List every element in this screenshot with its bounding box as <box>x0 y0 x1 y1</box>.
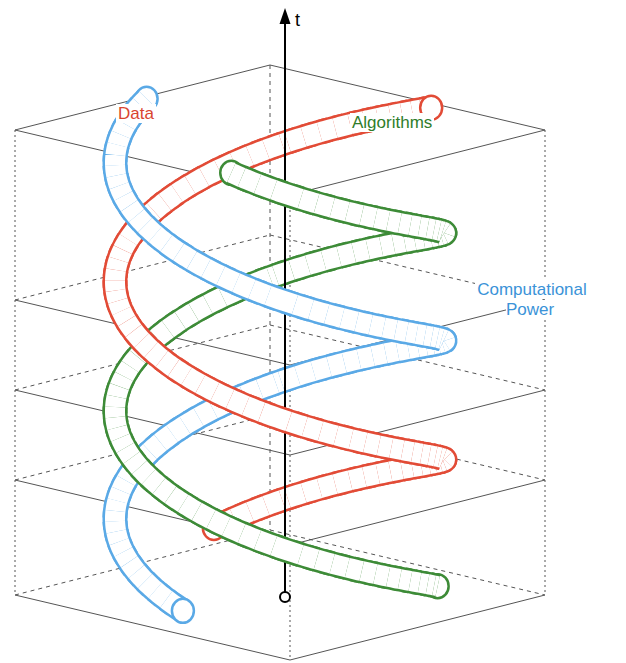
box-edge <box>15 595 290 660</box>
tube-fill <box>274 190 301 199</box>
label-text: Computational Power <box>475 280 587 319</box>
tube-fill <box>268 295 295 304</box>
box-edge <box>270 415 545 480</box>
strand-label: Algorithms <box>350 113 434 133</box>
box-edge <box>15 235 270 300</box>
algorithms-tube <box>274 546 301 555</box>
box-edge <box>290 480 545 545</box>
tube-fill <box>262 412 289 422</box>
computational-power-tube <box>172 599 194 623</box>
axis-origin <box>280 592 290 602</box>
box-edge <box>290 595 545 660</box>
tube-outline <box>274 190 301 199</box>
label-text: t <box>293 10 302 30</box>
axis-arrowhead <box>280 8 291 24</box>
box-edge <box>270 325 545 390</box>
box-edge <box>270 530 545 595</box>
label-text: Data <box>116 104 156 123</box>
box-edge <box>15 300 290 365</box>
box-edge <box>15 130 16 595</box>
helix-back-part <box>115 87 445 540</box>
box-edge <box>15 65 270 130</box>
tube-outline <box>274 546 301 555</box>
tube-outline <box>262 412 289 422</box>
helix-front-part <box>115 155 449 623</box>
box-edge <box>290 390 545 455</box>
tube-outline <box>268 295 295 304</box>
box-edge <box>545 130 546 595</box>
box-wireframe-back <box>15 65 545 660</box>
strand-label: Data <box>116 104 156 124</box>
box-edge <box>15 130 290 195</box>
algorithms-tube <box>274 190 301 199</box>
label-text: Algorithms <box>350 113 434 132</box>
axis-label: t <box>293 10 302 32</box>
tube-fill <box>274 546 301 555</box>
tube-end <box>172 599 194 623</box>
data-tube <box>262 412 289 422</box>
computational-power-tube <box>268 295 295 304</box>
box-edge <box>15 325 270 390</box>
strand-label: Computational Power <box>456 280 606 321</box>
